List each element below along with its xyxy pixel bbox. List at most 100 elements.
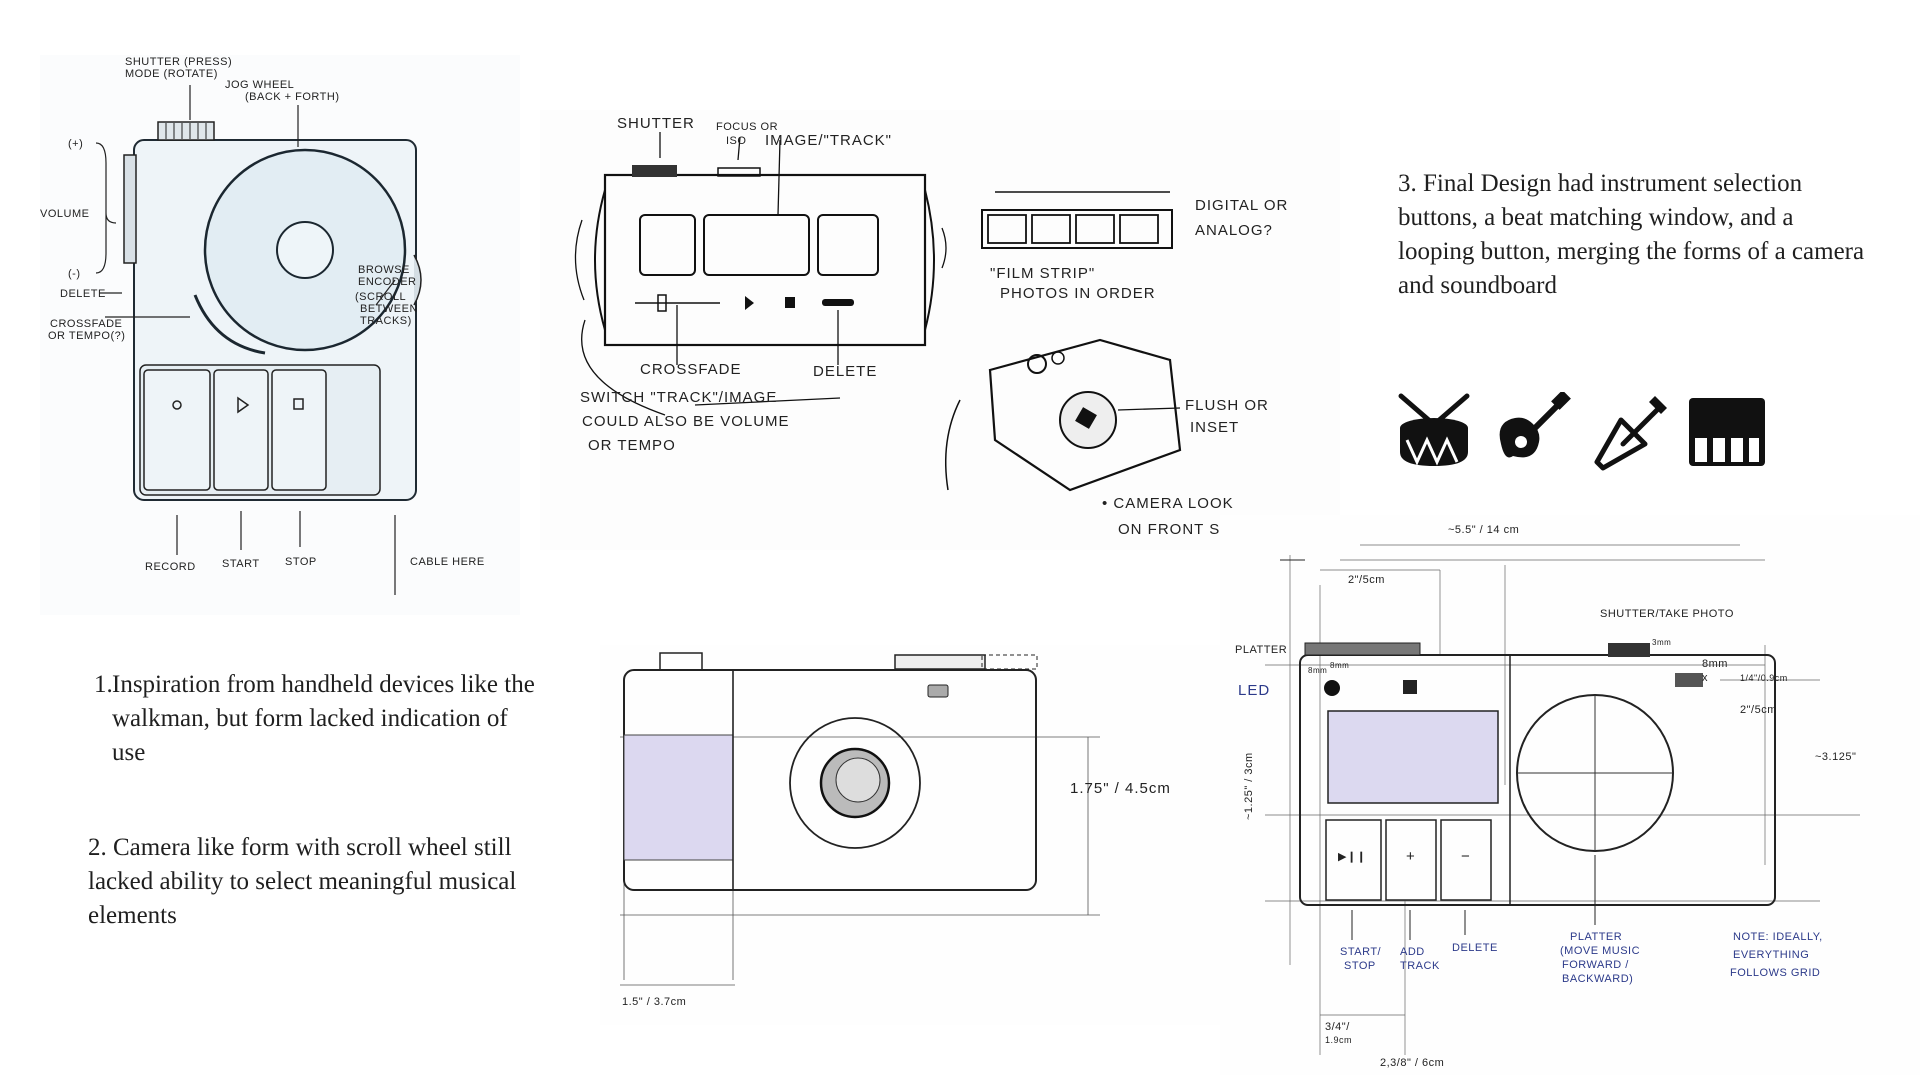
label-scroll: (SCROLL	[355, 291, 406, 303]
shutter-bar	[894, 654, 986, 670]
acoustic-guitar-icon	[1499, 392, 1571, 458]
electric-guitar-icon	[1594, 396, 1667, 471]
sketch-paper	[1220, 515, 1920, 1075]
label-switch-1: SWITCH "TRACK"/IMAGE	[580, 389, 777, 406]
label-platter-note-3: FORWARD /	[1562, 959, 1629, 971]
label-delete: DELETE	[60, 288, 106, 300]
label-start-stop-2: STOP	[1344, 960, 1376, 972]
label-8mm-b: 8mm	[1330, 661, 1349, 670]
label-camera-2: ON FRONT SIDE	[1118, 521, 1248, 538]
label-analog: ANALOG?	[1195, 222, 1273, 239]
label-film-1: "FILM STRIP"	[990, 265, 1095, 282]
label-three-quarter-2: 1.9cm	[1325, 1035, 1352, 1045]
button-delete: −	[1461, 848, 1471, 865]
shutter-knob	[157, 121, 215, 141]
note-1: 1. Inspiration from handheld devices lik…	[94, 668, 544, 770]
note-1-number: 1.	[94, 671, 113, 698]
label-delete: DELETE	[1452, 942, 1498, 954]
right-wheel	[924, 189, 935, 331]
top-knob	[659, 652, 703, 671]
label-start-stop-1: START/	[1340, 946, 1382, 958]
led-1	[1324, 680, 1340, 696]
screen-center	[703, 214, 810, 276]
button-add: +	[1406, 848, 1416, 865]
label-crossfade: CROSSFADE	[50, 318, 122, 330]
sketch-camera-concepts: SHUTTER FOCUS OR ISO IMAGE/"TRACK" CROSS…	[540, 110, 1340, 550]
label-platter-note-2: (MOVE MUSIC	[1560, 945, 1640, 957]
play-icon	[745, 296, 754, 310]
label-8mm-a: 8mm	[1308, 666, 1327, 675]
label-8mm-c: 8mm	[1702, 658, 1728, 670]
jog-wheel-center	[276, 221, 334, 279]
label-two-b: 2"/5cm	[1740, 704, 1777, 716]
camera-3d-lens-core	[1075, 407, 1097, 429]
volume-rocker	[123, 154, 137, 264]
screen-left	[639, 214, 696, 276]
shutter-block	[632, 165, 677, 177]
button-play-pause: ▶❙❙	[1338, 851, 1366, 863]
label-bottom: 2,3/8" / 6cm	[1380, 1057, 1444, 1069]
camera-3d-knob-2	[1051, 351, 1065, 365]
label-volume: VOLUME	[40, 208, 89, 220]
label-shutter: SHUTTER (PRESS)	[125, 56, 232, 68]
instrument-icons	[1398, 392, 1765, 471]
camera-3d-body	[988, 338, 1182, 492]
label-height: 1.75" / 4.5cm	[1070, 780, 1171, 797]
label-quarter: 1/4"/0.9cm	[1740, 673, 1788, 683]
stop-icon	[293, 398, 304, 410]
label-two-in: 2"/5cm	[1348, 574, 1385, 586]
label-cable: CABLE HERE	[410, 556, 485, 568]
stop-icon	[785, 297, 795, 308]
label-3mm: 3mm	[1652, 638, 1671, 647]
label-crossfade: CROSSFADE	[640, 361, 742, 378]
label-shutter: SHUTTER	[617, 115, 695, 132]
sketch-walkman-device: SHUTTER (PRESS) MODE (ROTATE) JOG WHEEL …	[40, 55, 520, 615]
rotation-arrow	[944, 399, 961, 491]
start-button	[213, 369, 269, 491]
sketch-camera-front: 1.75" / 4.5cm 1.5" / 3.7cm	[600, 645, 1260, 1025]
note-1-text: Inspiration from handheld devices like t…	[112, 671, 535, 766]
crossfade-slider	[193, 294, 266, 355]
label-camera-1: • CAMERA LOOK	[1102, 495, 1234, 512]
label-start: START	[222, 558, 260, 570]
label-delete: DELETE	[813, 363, 877, 380]
camera-3d-knob	[1027, 354, 1047, 374]
note-3-text: 3. Final Design had instrument selection…	[1398, 170, 1865, 299]
label-jog-2: (BACK + FORTH)	[245, 91, 340, 103]
label-right-height: ~3.125"	[1815, 751, 1856, 763]
drum-icon	[1398, 393, 1470, 466]
label-tracks: TRACKS)	[360, 315, 412, 327]
label-browse: BROWSE	[358, 264, 410, 276]
record-icon	[172, 400, 182, 410]
label-tempo: OR TEMPO(?)	[48, 330, 125, 342]
label-note-2: EVERYTHING	[1733, 949, 1809, 961]
sketch-paper	[540, 110, 1340, 550]
label-overall: ~5.5" / 14 cm	[1448, 524, 1519, 536]
label-between: BETWEEN	[360, 303, 418, 315]
screen-right	[817, 214, 879, 276]
final-buttons	[1325, 819, 1492, 901]
label-encoder: ENCODER	[358, 276, 417, 288]
stop-button	[271, 369, 327, 491]
label-add-1: ADD	[1400, 946, 1425, 958]
camera-grip	[623, 734, 734, 861]
label-side: ~1.25" / 3cm	[1243, 752, 1255, 820]
film-strip	[981, 209, 1173, 249]
delete-bar	[822, 299, 854, 306]
label-switch-3: OR TEMPO	[588, 437, 676, 454]
final-platter-left	[1304, 642, 1421, 656]
final-body	[1299, 654, 1776, 906]
label-image-track: IMAGE/"TRACK"	[765, 132, 892, 149]
label-mode: MODE (ROTATE)	[125, 68, 218, 80]
final-side-knob	[1675, 673, 1703, 687]
play-icon	[237, 396, 250, 414]
label-jog: JOG WHEEL	[225, 79, 294, 91]
label-switch-2: COULD ALSO BE VOLUME	[582, 413, 790, 430]
label-note-3: FOLLOWS GRID	[1730, 967, 1820, 979]
note-3: 3. Final Design had instrument selection…	[1398, 167, 1868, 303]
left-wheel	[594, 189, 606, 331]
note-2: 2. Camera like form with scroll wheel st…	[88, 831, 538, 933]
label-three-quarter: 3/4"/	[1325, 1021, 1350, 1033]
led-2	[1403, 680, 1417, 694]
label-platter: PLATTER	[1235, 644, 1287, 656]
